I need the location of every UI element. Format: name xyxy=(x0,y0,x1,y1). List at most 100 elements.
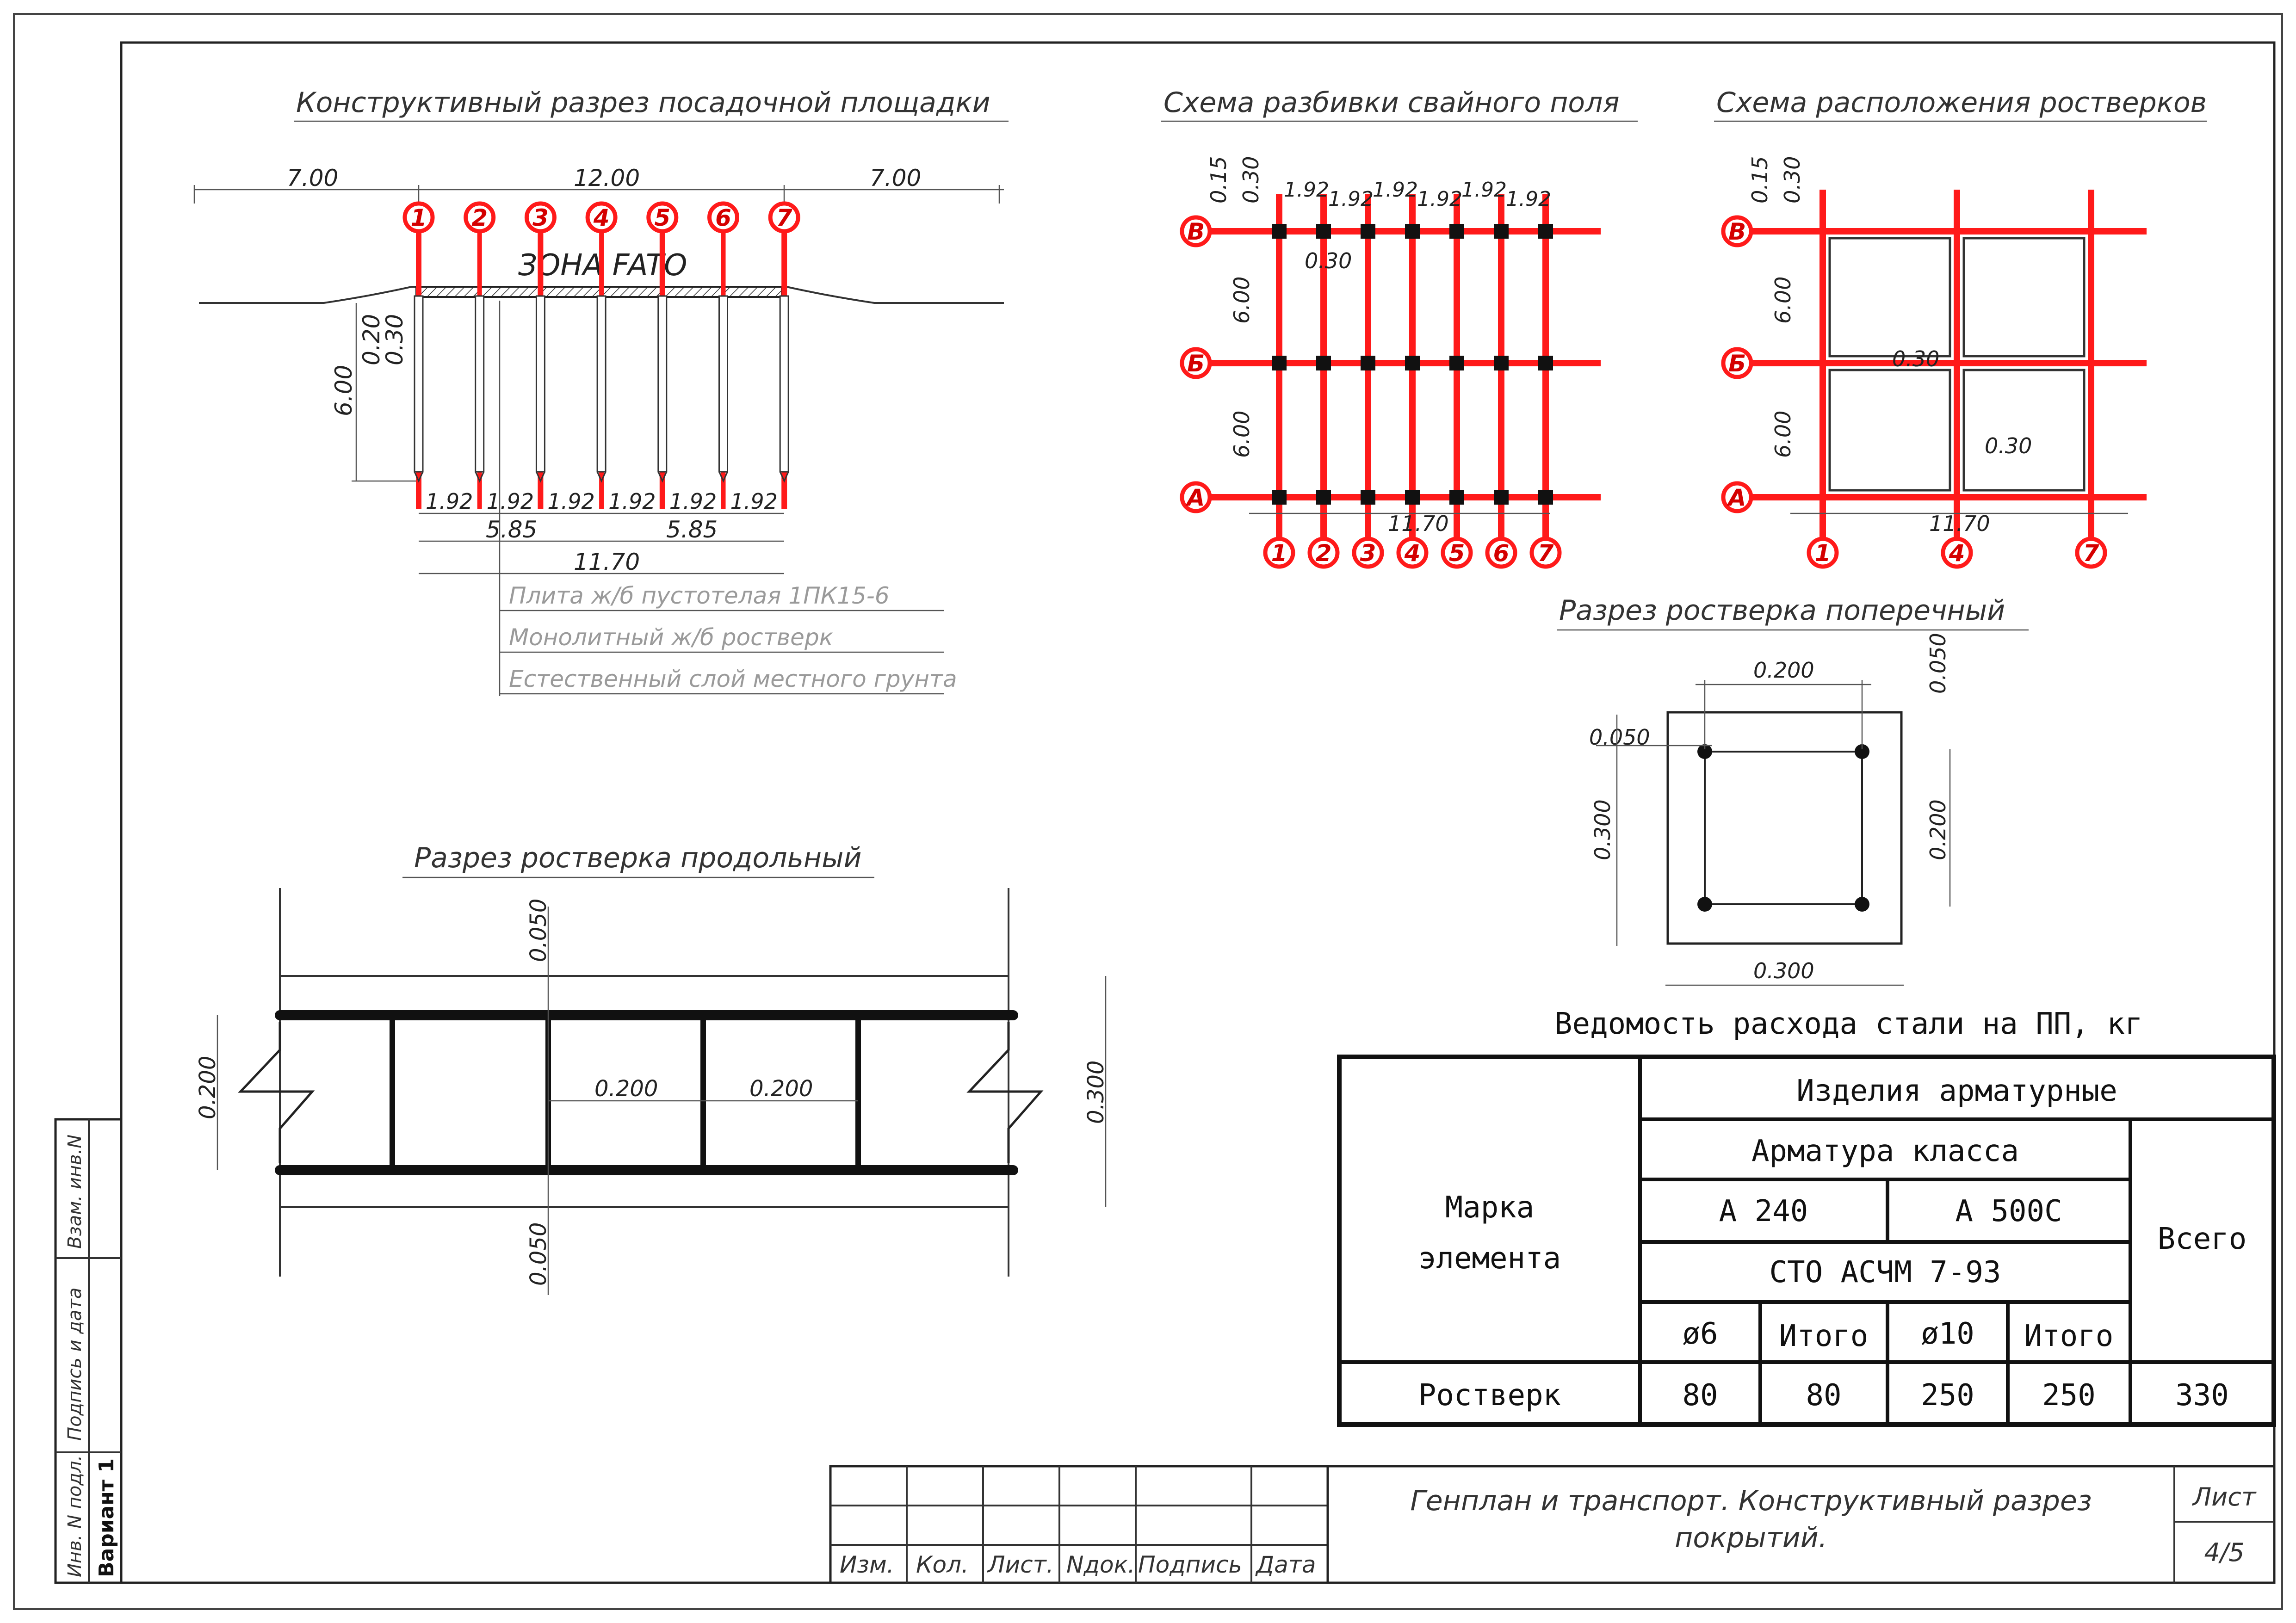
row-v3: 250 xyxy=(1921,1378,1974,1413)
pile-square xyxy=(1494,356,1509,370)
pile-row-dim-1: 6.00 xyxy=(1229,277,1254,324)
grillage-scheme-title: Схема расположения ростверков xyxy=(1716,86,2207,119)
dim-mid: 12.00 xyxy=(574,165,640,191)
pile-col-axis-6 xyxy=(1485,537,1517,569)
pile-row-axis-А-label: А xyxy=(1185,484,1205,511)
dim-left: 7.00 xyxy=(287,165,338,191)
pile-row-axis-В xyxy=(1180,215,1212,247)
cross-section-title: Разрез ростверка поперечный xyxy=(1559,594,2005,627)
section-axis-5 xyxy=(646,201,679,234)
section-axis-7-label: 7 xyxy=(776,204,792,231)
cross-stirrup xyxy=(1704,751,1863,905)
legend-1: Плита ж/б пустотелая 1ПК15-6 xyxy=(509,582,890,609)
th-marka-1: Марка xyxy=(1445,1191,1535,1225)
section-axis-6 xyxy=(707,201,739,234)
pile-col-axis-1 xyxy=(1263,537,1295,569)
section-axis-1-label: 1 xyxy=(411,204,427,231)
section-spacing: 1.92 xyxy=(730,489,778,514)
pile-row-axis-Б xyxy=(1180,347,1212,379)
pile-body-6 xyxy=(718,295,728,473)
bar-1 xyxy=(1697,744,1712,759)
outer-frame xyxy=(13,13,2283,1610)
section-axis-5-label: 5 xyxy=(654,204,670,231)
section-axis-6-label: 6 xyxy=(715,204,731,231)
title-block: Изм. Кол. Лист. Nдок. Подпись Дата Генпл… xyxy=(829,1465,2276,1584)
pile-body-1 xyxy=(414,295,424,473)
pile-square xyxy=(1538,224,1553,239)
gr-row-axis-А xyxy=(1721,481,1753,513)
pile-top-spacing: 1.92 xyxy=(1506,187,1551,211)
dim-depth: 6.00 xyxy=(330,365,357,416)
pile-dim-030b: 0.30 xyxy=(1305,248,1352,273)
gr-total: 11.70 xyxy=(1929,511,1990,536)
th-d10: ø10 xyxy=(1921,1317,1974,1351)
pile-col-axis-4 xyxy=(1396,537,1429,569)
grillage-cell xyxy=(1962,369,2086,492)
stamp-title-2: покрытий. xyxy=(1675,1522,1827,1554)
pile-top-spacing: 1.92 xyxy=(1461,178,1507,202)
gr-row-dim-1: 6.00 xyxy=(1770,277,1795,324)
pile-body-7 xyxy=(779,295,789,473)
pile-tip-6 xyxy=(718,471,728,483)
pile-square xyxy=(1405,490,1420,505)
row-name: Ростверк xyxy=(1418,1378,1561,1413)
pile-tip-7 xyxy=(779,471,789,483)
gr-col-axis-1-label: 1 xyxy=(1815,540,1831,567)
pile-top-spacing: 1.92 xyxy=(1284,178,1329,202)
st-kol: Кол. xyxy=(916,1551,969,1578)
section-spacing: 1.92 xyxy=(426,489,473,514)
dim-030: 0.30 xyxy=(381,314,408,365)
section-total: 11.70 xyxy=(574,549,640,575)
th-marka-2: элемента xyxy=(1418,1241,1561,1276)
half-left: 5.85 xyxy=(486,516,537,543)
cross-section: Разрез ростверка поперечный 0.200 0.050 … xyxy=(1557,594,2029,986)
pile-total: 11.70 xyxy=(1388,511,1449,536)
pile-square xyxy=(1361,224,1375,239)
bar-3 xyxy=(1697,897,1712,912)
pile-square xyxy=(1538,356,1553,370)
stamp-title-1: Генплан и транспорт. Конструктивный разр… xyxy=(1410,1485,2092,1517)
section-axis-2 xyxy=(464,201,496,234)
gr-row-axis-В-label: В xyxy=(1728,218,1746,245)
pile-col-axis-3-label: 3 xyxy=(1360,540,1376,567)
legend-3: Естественный слой местного грунта xyxy=(509,666,957,692)
section-axis-4-label: 4 xyxy=(593,204,610,231)
cs-bottom: 0.300 xyxy=(1753,958,1814,983)
th-vsego: Всего xyxy=(2158,1222,2247,1256)
row-v4: 250 xyxy=(2042,1378,2096,1413)
ls-mid2: 0.200 xyxy=(749,1076,813,1102)
pile-square xyxy=(1361,356,1375,370)
pile-body-4 xyxy=(596,295,606,473)
pile-row-axis-Б-label: Б xyxy=(1187,350,1205,377)
pile-col-axis-6-label: 6 xyxy=(1493,540,1510,567)
break-left xyxy=(238,1022,315,1163)
inner-frame xyxy=(120,41,2276,1584)
gr-dim-015: 0.15 xyxy=(1747,156,1772,204)
pile-tip-5 xyxy=(657,471,668,483)
section-title: Конструктивный разрез посадочной площадк… xyxy=(296,86,990,119)
pile-col-axis-5-label: 5 xyxy=(1449,540,1465,567)
row-v1: 80 xyxy=(1682,1378,1718,1413)
st-izm: Изм. xyxy=(840,1551,894,1578)
section-spacing: 1.92 xyxy=(669,489,717,514)
long-section-title: Разрез ростверка продольный xyxy=(414,842,862,874)
ls-right: 0.300 xyxy=(1083,1061,1109,1124)
gr-col-axis-7-label: 7 xyxy=(2083,540,2099,567)
pile-square xyxy=(1316,490,1331,505)
pile-scheme-title: Схема разбивки свайного поля xyxy=(1163,86,1620,119)
section-spacing: 1.92 xyxy=(487,489,534,514)
pile-square xyxy=(1405,356,1420,370)
ls-left: 0.200 xyxy=(195,1056,221,1119)
pile-col-axis-4-label: 4 xyxy=(1404,540,1421,567)
pile-tip-4 xyxy=(596,471,606,483)
section-axis-3-label: 3 xyxy=(532,204,549,231)
grillage-cell xyxy=(1828,369,1951,492)
th-a500: А 500С xyxy=(1955,1194,2062,1228)
pile-square xyxy=(1494,224,1509,239)
gr-col-axis-4 xyxy=(1941,537,1973,569)
